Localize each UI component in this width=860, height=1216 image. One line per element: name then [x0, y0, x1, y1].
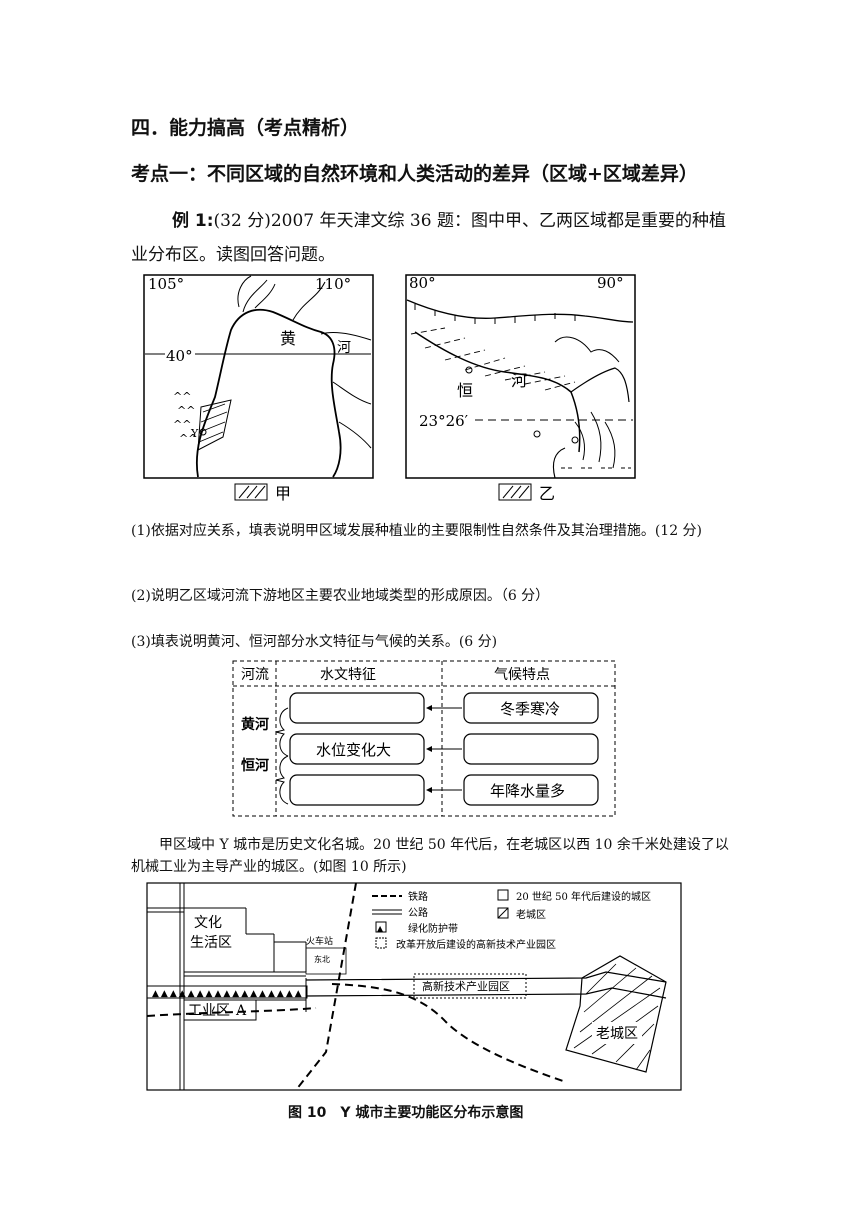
left-map-legend: 甲 [275, 484, 291, 503]
culture-zone-line1: 文化 [194, 915, 222, 931]
legend-old-city: 老城区 [516, 908, 546, 921]
left-map-lon1: 105° [148, 275, 184, 293]
city-map: 文化 生活区 ▲▲▲▲▲▲▲▲▲▲▲▲▲▲▲▲▲ 工业区 A 火车站 东北 高新… [146, 882, 682, 1091]
station-label: 火车站 [306, 935, 333, 947]
climate-cell-1: 冬季寒冷 [500, 700, 560, 718]
question-3: (3)填表说明黄河、恒河部分水文特征与气候的关系。(6 分) [131, 634, 498, 650]
left-map-river2: 河 [337, 340, 351, 356]
old-city-label: 老城区 [596, 1026, 638, 1042]
hitech-zone: 高新技术产业园区 [422, 979, 510, 993]
svg-text:^^: ^^ [179, 432, 197, 445]
left-map-river1: 黄 [280, 329, 296, 348]
table-header-hydro: 水文特征 [320, 667, 376, 683]
right-map-lat: 23°26′ [419, 412, 469, 430]
example-label: 例 1: [172, 211, 214, 231]
section-heading: 四．能力搞高（考点精析） [131, 117, 360, 139]
left-map-lat: 40° [166, 347, 193, 365]
right-map-legend: 乙 [539, 484, 555, 503]
culture-zone-line2: 生活区 [190, 935, 232, 951]
legend-green: 绿化防护带 [408, 922, 458, 935]
example-paragraph: 例 1:(32 分)2007 年天津文综 36 题：图中甲、乙两区域都是重要的种… [131, 204, 731, 272]
station-sublabel: 东北 [314, 954, 330, 964]
table-header-climate: 气候特点 [494, 667, 550, 683]
svg-text:▲▲▲▲▲▲▲▲▲▲▲▲▲▲▲▲▲: ▲▲▲▲▲▲▲▲▲▲▲▲▲▲▲▲▲ [152, 989, 304, 999]
map-region-yi: 80° 90° 23°26′ 恒 河 乙 [405, 274, 636, 503]
left-map-lon2: 110° [315, 275, 351, 293]
climate-cell-3: 年降水量多 [490, 782, 565, 800]
legend-new-city: 20 世纪 50 年代后建设的城区 [516, 890, 651, 903]
question-2: (2)说明乙区域河流下游地区主要农业地域类型的形成原因。（6 分） [131, 588, 550, 604]
question-1: (1)依据对应关系，填表说明甲区域发展种植业的主要限制性自然条件及其治理措施。(… [131, 523, 703, 539]
right-map-river1: 恒 [457, 381, 473, 400]
city-paragraph: 甲区域中 Y 城市是历史文化名城。20 世纪 50 年代后，在老城区以西 10 … [131, 837, 729, 875]
legend-road: 公路 [408, 906, 428, 919]
svg-text:^^: ^^ [173, 418, 191, 431]
example-text: (32 分)2007 年天津文综 36 题：图中甲、乙两区域都是重要的种植业分布… [131, 211, 726, 265]
industry-zone: 工业区 [188, 1003, 230, 1019]
figure-caption: 图 10 Y 城市主要功能区分布示意图 [288, 1105, 524, 1121]
right-map-lon1: 80° [409, 274, 436, 292]
right-map-lon2: 90° [597, 274, 624, 292]
legend-hitech: 改革开放后建设的高新技术产业园区 [396, 938, 556, 951]
table-header-river: 河流 [241, 667, 269, 683]
left-map-city: Y [190, 427, 199, 440]
svg-text:▲: ▲ [377, 924, 384, 933]
hydro-cell-2: 水位变化大 [316, 741, 391, 759]
svg-text:^^: ^^ [177, 404, 195, 417]
topic-heading: 考点一：不同区域的自然环境和人类活动的差异（区域+区域差异） [131, 163, 698, 185]
map-region-jia: ^^ ^^ ^^ ^^ 105° 110° 40° 黄 河 Y 甲 [143, 274, 374, 503]
table-row-huanghe: 黄河 [241, 716, 269, 733]
right-map-river2: 河 [511, 371, 527, 390]
svg-text:^^: ^^ [173, 390, 191, 403]
hydro-climate-table: 河流 水文特征 气候特点 黄河 恒河 水位变化大 冬季寒冷 年降水量多 [232, 660, 616, 817]
table-row-henghe: 恒河 [241, 757, 269, 774]
legend-rail: 铁路 [408, 890, 428, 903]
